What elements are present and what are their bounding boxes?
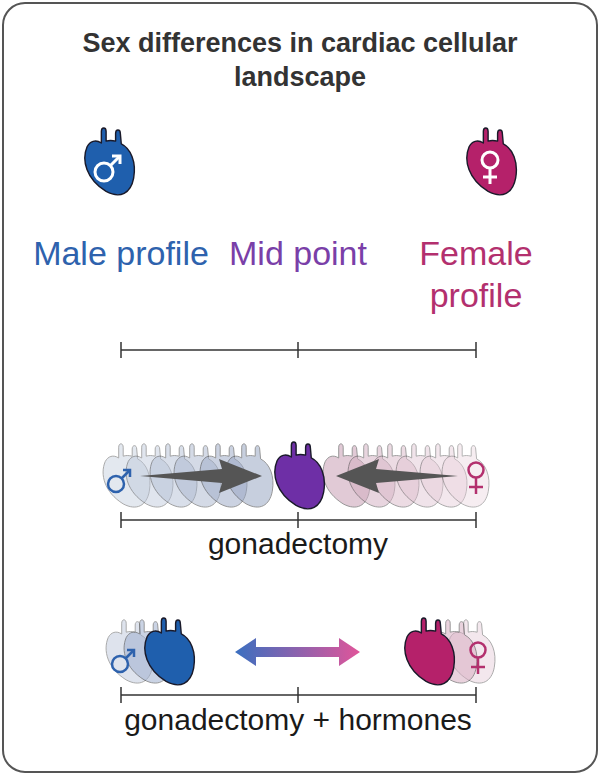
frame <box>3 3 597 772</box>
male-symbol <box>112 650 134 672</box>
figure-title: Sex differences in cardiac cellular land… <box>40 26 560 94</box>
mid-heart <box>275 442 325 509</box>
profile-label: Mid point <box>218 232 378 274</box>
scale-line <box>121 512 476 528</box>
scale-line <box>121 342 476 358</box>
profile-label: Male profile <box>33 232 209 274</box>
scale-line <box>121 687 476 703</box>
female-symbol <box>471 643 486 675</box>
female-heart <box>467 128 517 195</box>
female-symbol <box>469 463 484 495</box>
condition-label: gonadectomy <box>118 526 478 562</box>
condition-label: gonadectomy + hormones <box>78 702 518 738</box>
converge-arrow <box>336 459 458 493</box>
profile-label: Female profile <box>388 232 564 316</box>
double-arrow <box>235 638 360 666</box>
male-symbol <box>95 156 120 181</box>
female-symbol <box>482 152 498 184</box>
male-heart <box>145 618 195 685</box>
male-heart <box>85 128 135 195</box>
converge-arrow <box>140 459 262 493</box>
male-symbol <box>108 470 130 492</box>
female-heart <box>405 618 455 685</box>
